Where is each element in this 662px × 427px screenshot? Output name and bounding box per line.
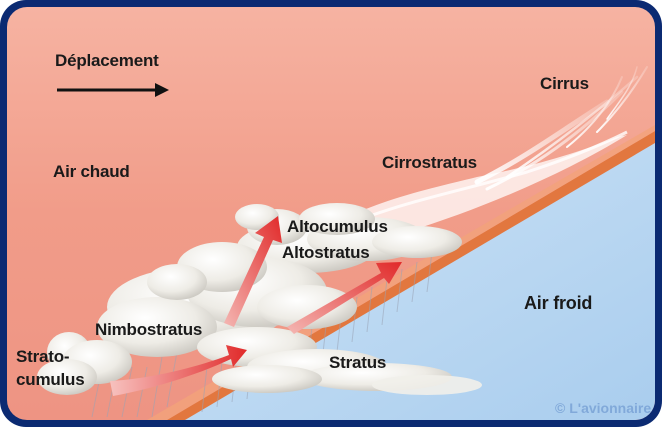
altocumulus-label: Altocumulus (287, 217, 388, 237)
front-scene: Déplacement Air chaud Cirrus Cirrostratu… (7, 7, 655, 420)
cirrostratus-label: Cirrostratus (382, 153, 477, 173)
watermark: © L'avionnaire (555, 400, 651, 416)
nimbostratus-label: Nimbostratus (95, 320, 202, 340)
cold-air-label: Air froid (524, 293, 592, 314)
stratocumulus-label-line1: Strato- (16, 347, 69, 367)
cirrus-label: Cirrus (540, 74, 589, 94)
altostratus-label: Altostratus (282, 243, 370, 263)
warm-air-label: Air chaud (53, 162, 130, 182)
movement-label: Déplacement (55, 51, 159, 71)
stratocumulus-label-line2: cumulus (16, 370, 85, 390)
stratus-label: Stratus (329, 353, 386, 373)
